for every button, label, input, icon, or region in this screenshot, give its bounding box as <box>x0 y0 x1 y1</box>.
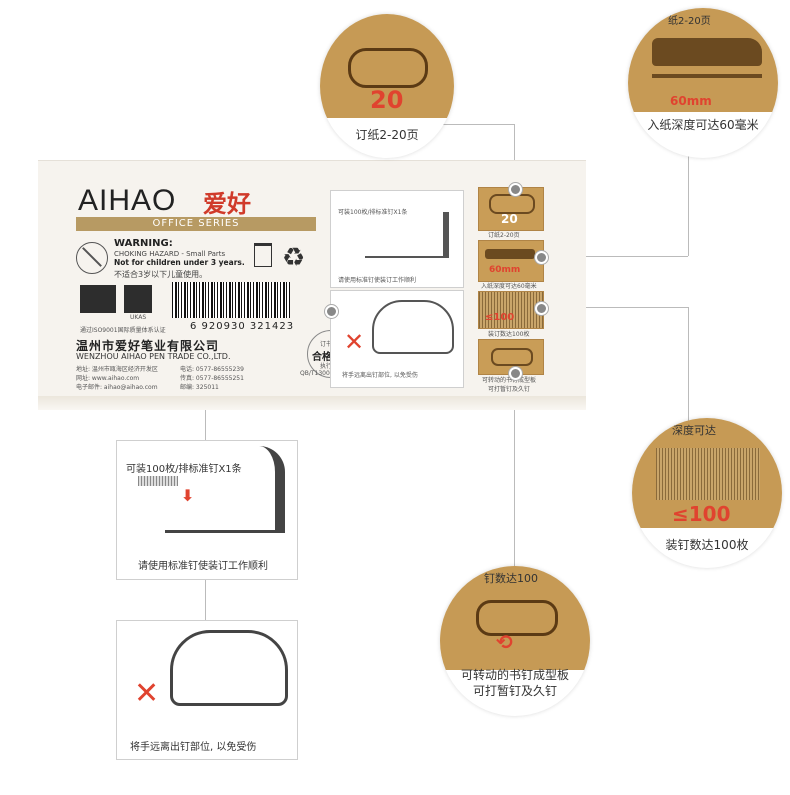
callout-depth-top: 纸2-20页 <box>668 16 711 27</box>
pass-main: 合格证 <box>312 352 342 363</box>
company-postcode: 邮编: 325011 <box>180 384 219 391</box>
pass-title: 订书机 <box>320 341 339 348</box>
company-tel: 电话: 0577-86555239 <box>180 366 244 373</box>
box-stapler-drawing <box>365 212 449 258</box>
warning-cn: 不适合3岁以下儿童使用。 <box>114 270 208 279</box>
tile-capacity-caption: 装订数达100枚 <box>488 331 530 338</box>
choking-hazard-icon <box>76 242 108 274</box>
stapler-side-icon <box>652 38 762 66</box>
callout-dot <box>535 251 548 264</box>
stapler-open-drawing <box>165 446 285 533</box>
connector-line <box>514 372 515 582</box>
tile-depth-caption: 入纸深度可达60毫米 <box>481 283 537 290</box>
ukas-label: UKAS <box>130 314 147 321</box>
hand-drawing <box>170 630 288 706</box>
recycle-icon: ♻ <box>282 243 306 273</box>
callout-dot <box>535 302 548 315</box>
box-load-panel <box>330 190 464 288</box>
connector-line <box>688 307 689 434</box>
package-box-edge <box>38 396 586 410</box>
cccf-logo <box>80 285 116 313</box>
hand-panel-label: 将手远离出钉部位, 以免受伤 <box>130 742 257 753</box>
brand-logo: AIHAO <box>78 184 177 217</box>
company-fax: 传真: 0577-86555251 <box>180 375 244 382</box>
company-web: 网址: www.aihao.com <box>76 375 140 382</box>
tile-capacity: ≤100 <box>478 291 544 329</box>
tile-pages-caption: 订纸2-20页 <box>488 232 520 239</box>
callout-dot <box>509 183 522 196</box>
pass-standard: QB/T1300-2007 <box>300 370 348 377</box>
warning-line1: CHOKING HAZARD - Small Parts <box>114 250 226 258</box>
series-banner: OFFICE SERIES <box>76 217 316 231</box>
hand-cross-icon: ✕ <box>134 676 160 711</box>
barcode <box>172 282 290 318</box>
cert-text: 通过ISO9001国际质量体系认证 <box>80 327 166 334</box>
brand-logo-cn: 爱好 <box>203 190 251 218</box>
tile-capacity-number: ≤100 <box>485 312 515 323</box>
barcode-number: 6 920930 321423 <box>190 321 295 332</box>
company-email: 电子邮件: aihao@aihao.com <box>76 384 158 391</box>
tile-depth-mm: 60mm <box>489 265 521 275</box>
staple-row-icon <box>138 476 178 486</box>
company-address: 地址: 温州市瓯海区经济开发区 <box>76 366 158 373</box>
connector-line <box>205 578 206 620</box>
callout-anvil: 钉数达100 ⟲ 可转动的书钉成型板 可打暂钉及久钉 <box>440 566 590 716</box>
connector-line <box>688 150 689 256</box>
callout-pages-label: 订纸2-20页 <box>355 128 419 142</box>
callout-depth: 纸2-20页 60mm 入纸深度可达60毫米 <box>628 8 778 158</box>
staple-strip-icon <box>656 448 760 500</box>
anvil-plate-icon <box>476 600 558 636</box>
callout-depth-mm: 60mm <box>670 94 712 108</box>
box-load-label: 可装100枚/排标准钉X1条 <box>338 209 408 216</box>
callout-dot <box>325 305 338 318</box>
tile-anvil-caption2: 可打暂钉及久钉 <box>488 386 531 393</box>
company-name-cn: 温州市爱好笔业有限公司 <box>76 339 220 353</box>
callout-anvil-top: 钉数达100 <box>484 572 538 585</box>
callout-capacity-label: 装钉数达100枚 <box>665 538 749 552</box>
connector-line <box>540 256 688 257</box>
staple-shape-icon <box>348 48 428 88</box>
connector-line <box>540 307 688 308</box>
load-panel-label2: 请使用标准钉使装订工作顺利 <box>138 561 268 572</box>
ukas-logo <box>124 285 152 313</box>
company-name-en: WENZHOU AIHAO PEN TRADE CO.,LTD. <box>76 352 231 361</box>
callout-anvil-label2: 可打暂钉及久钉 <box>472 684 557 698</box>
callout-capacity-top: 深度可达 <box>672 424 716 437</box>
box-hand-label: 将手远离出钉部位, 以免受伤 <box>342 372 418 379</box>
tile-depth: 60mm <box>478 240 544 282</box>
callout-anvil-label1: 可转动的书钉成型板 <box>460 668 569 682</box>
down-arrow-icon: ⬇ <box>181 486 195 505</box>
tile-pages-number: 20 <box>501 212 518 226</box>
callout-depth-label: 入纸深度可达60毫米 <box>647 118 759 132</box>
warning-title: WARNING: <box>114 238 173 249</box>
callout-pages-number: 20 <box>370 86 404 114</box>
callout-pages: 20 订纸2-20页 <box>320 14 454 158</box>
box-hand-cross-icon: ✕ <box>344 328 365 356</box>
tile-anvil-caption1: 可转动的书钉成型板 <box>482 377 537 384</box>
callout-dot <box>509 367 522 380</box>
callout-capacity-number: ≤100 <box>672 502 731 526</box>
trash-bin-icon <box>254 243 272 267</box>
callout-capacity: 深度可达 ≤100 装钉数达100枚 <box>632 418 782 568</box>
connector-line <box>514 124 515 187</box>
warning-line2: Not for children under 3 years. <box>114 258 245 267</box>
box-use-label: 请使用标准钉使装订工作顺利 <box>338 277 417 284</box>
rotate-arrows-icon: ⟲ <box>496 630 513 654</box>
box-hand-drawing <box>372 300 454 354</box>
